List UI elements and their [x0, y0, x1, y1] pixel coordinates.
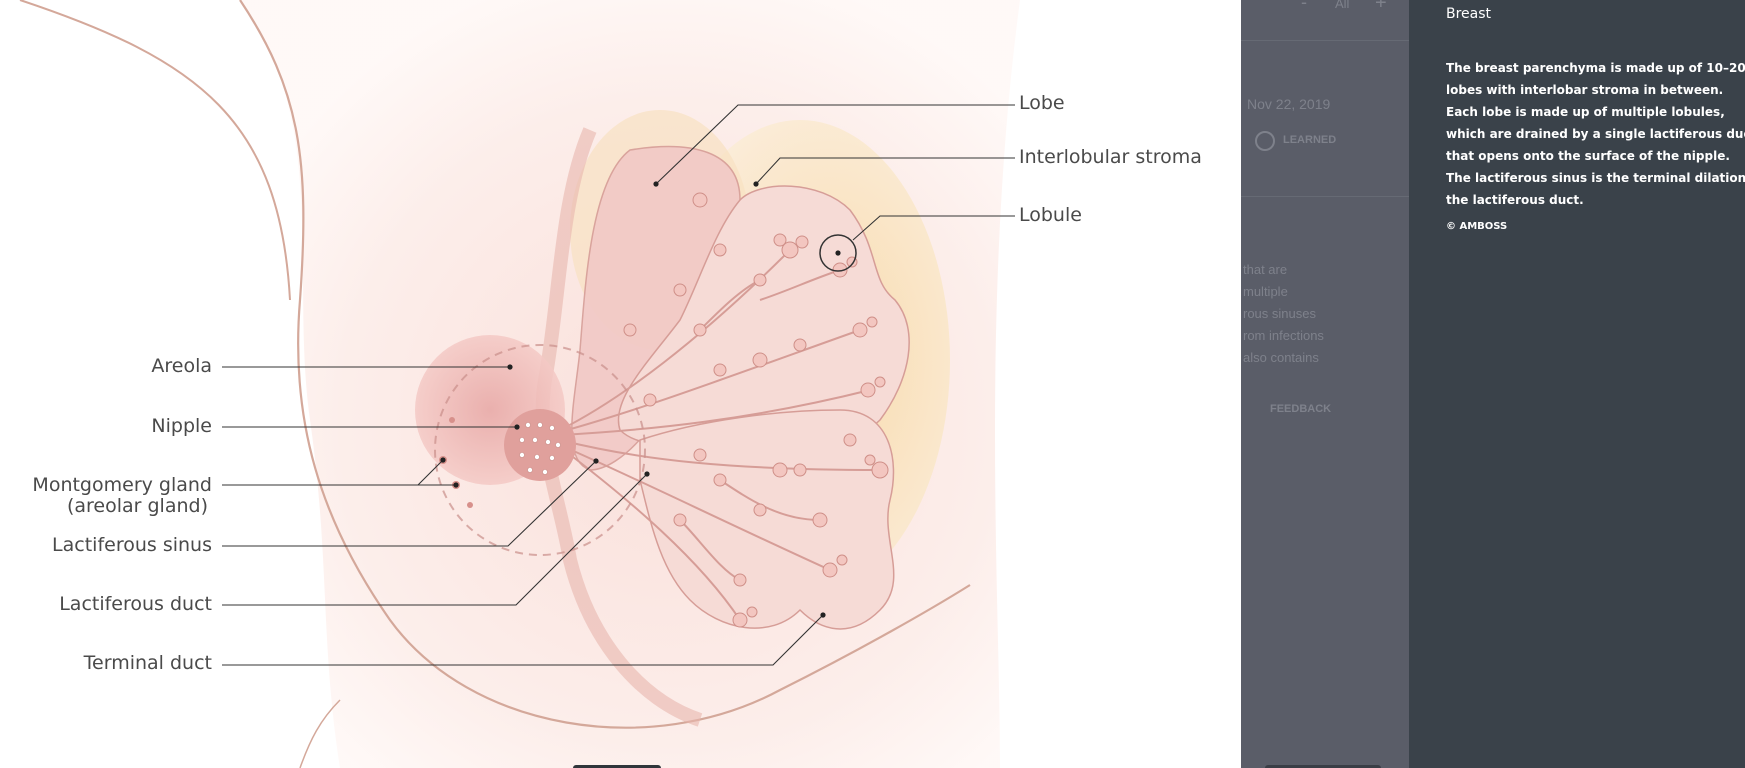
label-nipple[interactable]: Nipple: [151, 415, 212, 437]
lower-fold: [299, 699, 341, 768]
nipple: [504, 409, 576, 481]
breast-anatomy-illustration: [19, 0, 1020, 768]
label-lactiferous-sinus[interactable]: Lactiferous sinus: [52, 534, 212, 556]
label-lobule[interactable]: Lobule: [1019, 204, 1082, 226]
article-date: Nov 22, 2019: [1247, 96, 1331, 112]
label-terminal-duct[interactable]: Terminal duct: [83, 652, 212, 674]
learned-label[interactable]: LEARNED: [1283, 134, 1337, 146]
illustration-area[interactable]: Lobe Interlobular stroma Lobule Areola N…: [0, 0, 1241, 768]
zoom-minus-button[interactable]: -: [1301, 0, 1307, 12]
article-text-line: that are: [1243, 262, 1288, 277]
description-line: Each lobe is made up of multiple lobules…: [1446, 105, 1725, 119]
label-lactiferous-duct[interactable]: Lactiferous duct: [59, 593, 212, 615]
leader-lines: [222, 104, 1015, 666]
description-line: that opens onto the surface of the nippl…: [1446, 149, 1730, 163]
feedback-button[interactable]: FEEDBACK: [1270, 403, 1332, 415]
image-info-panel: Breast The breast parenchyma is made up …: [1409, 0, 1745, 768]
article-text-line: also contains: [1243, 350, 1319, 365]
nipple-pores: [519, 422, 561, 475]
ducts: [559, 249, 881, 621]
lobule-clusters: [623, 192, 889, 628]
breast-outline: [239, 0, 971, 729]
header-divider: [1241, 40, 1409, 41]
label-montgomery-gland[interactable]: Montgomery gland: [32, 474, 212, 496]
image-tab-indicator[interactable]: [573, 765, 661, 768]
section-divider: [1241, 196, 1409, 197]
copyright-notice: © AMBOSS: [1446, 221, 1508, 232]
label-lobe[interactable]: Lobe: [1019, 92, 1065, 114]
article-text-line: rous sinuses: [1243, 306, 1316, 321]
label-areola[interactable]: Areola: [151, 355, 212, 377]
description-line: which are drained by a single lactiferou…: [1446, 127, 1745, 141]
description-line: the lactiferous duct.: [1446, 193, 1584, 207]
description-line: lobes with interlobar stroma in between.: [1446, 83, 1724, 97]
article-text-line: rom infections: [1243, 328, 1324, 343]
info-title: Breast: [1446, 6, 1492, 22]
learned-checkbox[interactable]: [1255, 131, 1275, 151]
label-areolar-gland[interactable]: (areolar gland): [66, 495, 208, 517]
info-description: The breast parenchyma is made up of 10–2…: [1446, 57, 1745, 211]
armpit-contour: [19, 0, 291, 301]
zoom-level: All: [1335, 0, 1350, 11]
description-line: The lactiferous sinus is the terminal di…: [1446, 171, 1745, 185]
background-article-overlay: - All + Nov 22, 2019 LEARNED that are mu…: [1241, 0, 1409, 768]
lobule-highlight-ring: [819, 234, 857, 272]
label-interlobular-stroma[interactable]: Interlobular stroma: [1019, 146, 1202, 168]
description-line: The breast parenchyma is made up of 10–2…: [1446, 61, 1745, 75]
leader-dots: [440, 181, 841, 618]
article-text-line: multiple: [1243, 284, 1288, 299]
zoom-plus-button[interactable]: +: [1375, 0, 1387, 14]
areola-dashed-border: [434, 344, 646, 556]
bottom-tab-stub[interactable]: [1265, 765, 1381, 768]
